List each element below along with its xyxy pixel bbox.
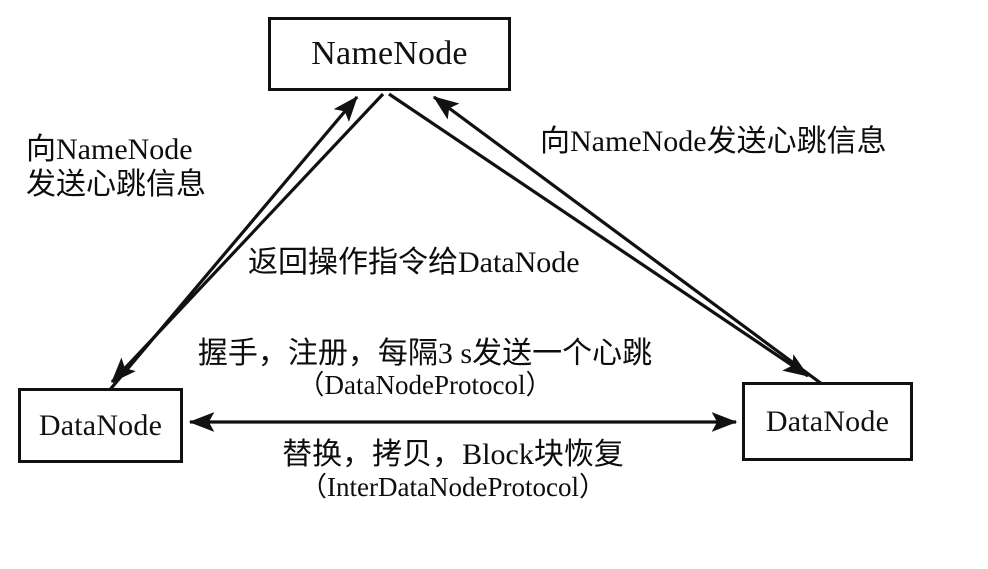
node-namenode[interactable]: NameNode (268, 17, 511, 91)
node-datanode-right[interactable]: DataNode (742, 382, 913, 461)
edge-namenode-to-left-datanode (110, 92, 385, 384)
edge-label-handshake-protocol: （DataNodeProtocol） (297, 370, 553, 401)
edge-label-return-command-text: 返回操作指令给DataNode (248, 246, 580, 279)
edge-label-right-heartbeat-text: 向NameNode发送心跳信息 (540, 125, 887, 158)
edge-label-replicate-line1: 替换，拷贝，Block块恢复 (282, 438, 624, 471)
node-datanode-left-label: DataNode (38, 408, 163, 442)
edge-label-handshake: 握手，注册，每隔3 s发送一个心跳 （DataNodeProtocol） (190, 336, 660, 402)
edge-label-right-heartbeat: 向NameNode发送心跳信息 (540, 124, 887, 159)
edge-label-left-heartbeat-line2: 发送心跳信息 (26, 168, 206, 202)
edge-label-replicate: 替换，拷贝，Block块恢复 （InterDataNodeProtocol） (253, 437, 653, 504)
edge-right-datanode-to-namenode (432, 95, 831, 392)
edge-label-handshake-line1: 握手，注册，每隔3 s发送一个心跳 (197, 337, 653, 370)
edge-label-left-heartbeat: 向NameNode 发送心跳信息 (26, 132, 206, 203)
node-datanode-left[interactable]: DataNode (18, 388, 183, 463)
node-namenode-label: NameNode (311, 35, 468, 72)
edge-label-return-command: 返回操作指令给DataNode (248, 245, 580, 280)
edge-label-replicate-protocol: （InterDataNodeProtocol） (300, 472, 606, 503)
edge-namenode-to-right-datanode (388, 92, 810, 378)
node-datanode-right-label: DataNode (765, 404, 890, 438)
edge-label-left-heartbeat-line1: 向NameNode (26, 133, 193, 166)
